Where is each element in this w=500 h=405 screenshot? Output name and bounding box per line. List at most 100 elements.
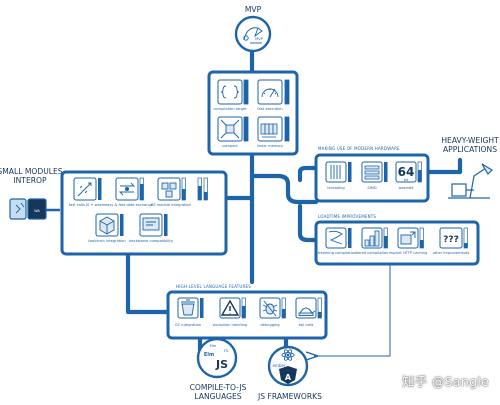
connector-arrow-left xyxy=(305,351,321,361)
hardware-caption-threading: threading xyxy=(327,186,344,190)
high-level-section-title: HIGH-LEVEL LANGUAGE FEATURES xyxy=(176,284,251,289)
mvp-circle xyxy=(234,15,272,53)
cube-icon xyxy=(99,216,115,235)
hardware-tile-simd: SIMD xyxy=(361,161,388,190)
small-modules-label-line2: INTEROP xyxy=(13,176,47,185)
framework-logos-icon: ember A xyxy=(272,349,297,384)
bug-icon xyxy=(262,300,278,317)
memory-cells-icon xyxy=(260,123,278,138)
interop-tile-backwards-compat: backwards compatibility xyxy=(129,213,174,243)
connector-to-loadtime xyxy=(297,203,319,243)
watermark-text: 知乎 @Sangle xyxy=(402,374,490,389)
high-level-caption-exceptions: exception handling xyxy=(213,323,247,327)
loadtime-card: LOADTIME IMPROVEMENTS streaming compilat… xyxy=(314,214,480,266)
compile-to-js-label-line2: LANGUAGES xyxy=(194,392,241,401)
speedometer-icon xyxy=(261,88,279,98)
mvp-tile-fast-execution: fast execution xyxy=(257,79,283,111)
wa-badge-text: WA xyxy=(34,209,40,213)
elm-small-badge: Elm xyxy=(210,344,217,348)
mvp-caption-compilation-target: compilation target xyxy=(213,107,247,111)
loadtime-section-title: LOADTIME IMPROVEMENTS xyxy=(318,214,376,219)
data-exchange-icon xyxy=(118,182,136,196)
high-level-tile-debugging: debugging xyxy=(259,297,286,327)
mvp-caption-compact: compact xyxy=(222,144,238,148)
loadtime-tile-other: ??? other improvements xyxy=(433,227,470,255)
ts-badge: TS xyxy=(223,348,229,353)
simd-icon xyxy=(364,165,380,180)
high-level-card: HIGH-LEVEL LANGUAGE FEATURES GC integrat… xyxy=(166,284,328,340)
high-level-card-frame xyxy=(166,290,328,340)
mvp-icon-caption: MVP xyxy=(255,37,264,41)
mvp-caption-linear-memory: linear memory xyxy=(257,144,284,148)
interop-card: fast calls JS ↔ wasm easy & fast data ex… xyxy=(60,170,228,256)
high-level-tile-gc: GC integration xyxy=(175,297,204,327)
connector-lines xyxy=(125,49,463,353)
pen-nib-icon xyxy=(243,27,263,44)
interop-caption-es-module: ES module integration xyxy=(151,203,191,207)
cache-box-icon xyxy=(400,231,416,245)
hardware-caption-simd: SIMD xyxy=(367,186,376,190)
angular-shield-icon xyxy=(279,366,297,384)
loadtime-caption-http-caching: implicit HTTP caching xyxy=(389,251,428,255)
mvp-node: MVP MVP xyxy=(234,5,272,53)
interop-right-sliders xyxy=(197,177,208,201)
react-atom-icon xyxy=(281,349,295,361)
connector-loadtime-down xyxy=(314,262,391,357)
mvp-tile-linear-memory: linear memory xyxy=(257,116,284,148)
mvp-label: MVP xyxy=(245,5,262,14)
wasm64-glyph: 64 xyxy=(398,165,415,179)
desk-lamp-icon xyxy=(448,163,493,199)
interop-caption-fast-calls: fast calls JS ↔ wasm xyxy=(69,203,106,207)
high-level-caption-gc: GC integration xyxy=(175,323,201,327)
high-level-tile-exceptions: exception handling xyxy=(213,297,247,327)
compile-to-js-circle xyxy=(196,337,238,379)
streaming-icon xyxy=(328,230,343,245)
js-badge: JS xyxy=(215,358,228,371)
call-arrows-icon xyxy=(77,182,92,197)
hardware-card: MAKING USE OF MODERN HARDWARE threading … xyxy=(314,146,430,203)
tiers-icon xyxy=(364,230,380,247)
js-frameworks-label: JS FRAMEWORKS xyxy=(257,392,322,401)
loadtime-card-frame xyxy=(314,220,480,266)
connector-to-right xyxy=(249,173,319,205)
heavy-weight-label-line2: APPLICATIONS xyxy=(443,145,497,154)
mvp-progress-bars xyxy=(243,79,290,142)
warning-icon xyxy=(220,299,240,316)
interop-caption-backwards-compat: backwards compatibility xyxy=(129,239,174,243)
heavy-weight-label-line1: HEAVY-WEIGHT xyxy=(441,136,499,145)
compile-to-js-node: JS Elm Elm TS COMPILE-TO-JS LANGUAGES xyxy=(190,337,247,401)
braces-icon xyxy=(220,85,240,99)
interop-tile-fast-calls: fast calls JS ↔ wasm xyxy=(69,177,106,207)
loadtime-tile-streaming: streaming compilation xyxy=(316,227,356,255)
language-badges-icon: JS Elm Elm TS xyxy=(204,344,229,371)
high-level-caption-debugging: debugging xyxy=(260,323,279,327)
tail-calls-icon xyxy=(298,307,316,316)
hardware-tile-threading: threading xyxy=(325,161,352,190)
ember-wordmark: ember xyxy=(272,363,285,368)
module-blocks-icon xyxy=(161,182,177,198)
interop-tile-data-exchange: easy & fast data exchange xyxy=(105,177,154,207)
loadtime-tile-tiered: tiered compilation xyxy=(356,227,389,255)
interop-tile-es-module: ES module integration xyxy=(151,177,191,207)
loadtime-caption-streaming: streaming compilation xyxy=(316,251,356,255)
angular-badge: A xyxy=(285,373,292,382)
old-browser-icon xyxy=(142,217,160,231)
hardware-tile-wasm64: 64 bit wasm64 xyxy=(395,161,422,190)
mvp-card: compilation target fast execution compac… xyxy=(207,70,299,156)
mvp-caption-fast-execution: fast execution xyxy=(257,107,282,111)
loadtime-caption-tiered: tiered compilation xyxy=(356,251,389,255)
high-level-tile-tail-calls: tail calls xyxy=(295,297,322,327)
high-level-caption-tail-calls: tail calls xyxy=(299,323,314,327)
loadtime-caption-other: other improvements xyxy=(433,251,470,255)
elm-badge: Elm xyxy=(204,352,214,358)
interop-caption-toolchain: toolchain integration xyxy=(88,239,125,243)
small-modules-node: SMALL MODULES INTEROP WA xyxy=(0,167,63,220)
heavy-weight-node: HEAVY-WEIGHT APPLICATIONS xyxy=(441,136,499,199)
mvp-tile-compilation-target: compilation target xyxy=(213,79,247,111)
compile-to-js-label-line1: COMPILE-TO-JS xyxy=(190,383,247,392)
connector-to-heavy xyxy=(423,157,463,175)
hardware-section-title: MAKING USE OF MODERN HARDWARE xyxy=(318,146,400,151)
loadtime-tile-http-caching: implicit HTTP caching xyxy=(389,227,428,255)
interop-tile-toolchain: toolchain integration xyxy=(88,213,126,243)
